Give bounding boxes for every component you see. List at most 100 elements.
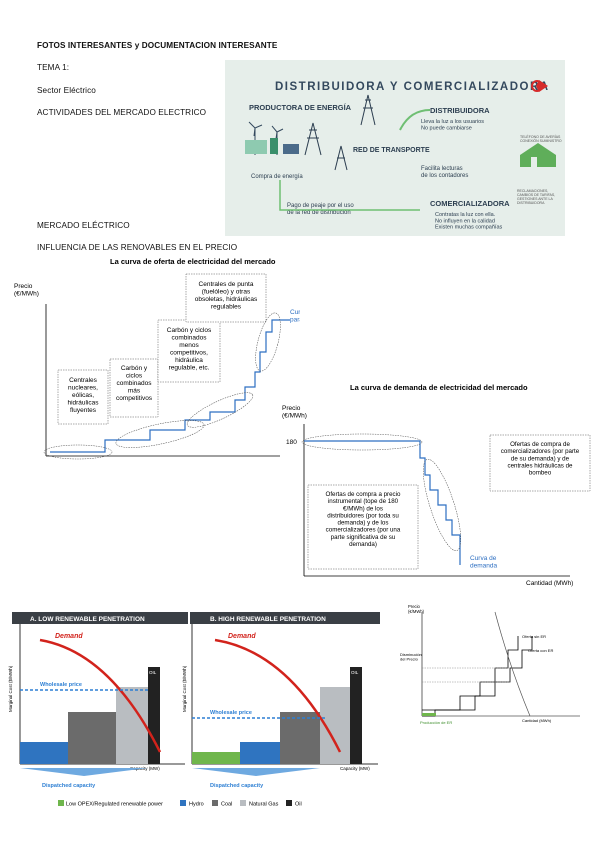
coal-block-a	[68, 712, 116, 764]
distribuidora-label: DISTRIBUIDORA	[430, 106, 490, 115]
house-icon	[520, 143, 556, 167]
produccion-label: Producción de ER	[420, 720, 452, 725]
demand-label-b: Demand	[228, 633, 256, 640]
renewable-block-b	[192, 752, 240, 764]
legend-hydro-swatch	[180, 800, 186, 806]
demand-xlabel: Cantidad (MWh)	[526, 580, 573, 587]
payment-arrow-icon	[279, 180, 420, 211]
flow-arrow-icon	[399, 109, 431, 131]
panel-a: Marginal Cost ($/MWh) OIL Demand Wholesa…	[8, 624, 185, 789]
oil-label-b: OIL	[351, 670, 359, 675]
supply-box-3	[157, 319, 221, 383]
dispatched-label-a: Dispatched capacity	[42, 783, 96, 789]
capacity-label-b: Capacity (MW)	[340, 766, 370, 771]
red-transporte-label: RED DE TRANSPORTE	[353, 147, 430, 154]
small-xlabel: Cantidad (MWh)	[522, 718, 552, 723]
document-heading: FOTOS INTERESANTES y DOCUMENTACION INTER…	[37, 41, 278, 50]
dispatched-bracket-b	[192, 768, 320, 776]
actividades-label: ACTIVIDADES DEL MERCADO ELECTRICO	[37, 108, 207, 117]
demand-box-left	[307, 484, 419, 570]
oferta-sin-label: Oferta sin ER	[522, 634, 546, 639]
productora-label: PRODUCTORA DE ENERGÍA	[249, 103, 352, 112]
wholesale-label-b: Wholesale price	[210, 710, 252, 716]
oil-block-a	[148, 667, 160, 764]
panel-a-ylabel: Marginal Cost ($/MWh)	[8, 665, 13, 712]
demand-label-a: Demand	[55, 633, 83, 640]
legend: Low OPEX/Regulated renewable power Hydro…	[58, 800, 302, 808]
supply-curve-chart: La curva de oferta de electricidad del m…	[14, 257, 300, 460]
demand-ellipse-top	[301, 433, 423, 451]
sector-label: Sector Eléctrico	[37, 86, 96, 95]
legend-gas-swatch	[240, 800, 246, 806]
gas-block-a	[116, 687, 148, 764]
hydro-block-b	[240, 742, 280, 764]
panel-b-title: B. HIGH RENEWABLE PENETRATION	[210, 616, 326, 623]
small-ylabel: Precio(€/MWh)	[408, 604, 425, 614]
legend-gas: Natural Gas	[249, 802, 279, 808]
legend-coal: Coal	[221, 802, 232, 808]
dispatched-bracket-a	[20, 768, 148, 776]
hydro-block-a	[20, 742, 68, 764]
demand-ylabel: Precio(€/MWh)	[282, 405, 307, 419]
demand-curve-chart: La curva de demanda de electricidad del …	[282, 383, 591, 587]
coal-block-b	[280, 712, 320, 764]
small-demand-line	[494, 611, 531, 717]
legend-renewable-swatch	[58, 800, 64, 806]
oil-label-a: OIL	[149, 670, 157, 675]
legend-coal-swatch	[212, 800, 218, 806]
panel-b-header	[190, 612, 380, 624]
infographic-background	[225, 60, 565, 236]
legend-hydro: Hydro	[189, 802, 204, 808]
capacity-label-a: Capacity (MW)	[130, 766, 160, 771]
oferta-con-line	[422, 636, 533, 717]
tema-label: TEMA 1:	[37, 63, 70, 72]
demand-box-right	[489, 434, 591, 492]
supply-title: La curva de oferta de electricidad del m…	[110, 257, 276, 266]
supply-box-2	[109, 358, 159, 418]
oferta-sin-line	[422, 636, 519, 711]
supply-box-1	[57, 369, 109, 425]
supply-series-label: Curva de ofertapara una hora	[290, 309, 300, 323]
wholesale-label-a: Wholesale price	[40, 682, 82, 688]
supply-ylabel: Precio(€/MWh)	[14, 283, 39, 297]
comercializadora-desc: Contratas la luz con ella.No influyen en…	[435, 212, 503, 231]
demand-curve-a	[39, 638, 162, 753]
demand-curve-b	[214, 638, 342, 753]
panel-a-title: A. LOW RENEWABLE PENETRATION	[30, 616, 145, 623]
reclamaciones-label: RECLAMACIONES,CAMBIOS DE TARIFAS,GESTION…	[517, 189, 555, 205]
oferta-con-label: Oferta con ER	[528, 648, 553, 653]
oil-block-b	[350, 667, 362, 764]
demand-tick-180: 180	[286, 439, 297, 446]
distribuidora-infographic: DISTRIBUIDORA Y COMERCIALIZADORA PRODUCT…	[225, 60, 565, 236]
influencia-label: INFLUENCIA DE LAS RENOVABLES EN EL PRECI…	[37, 243, 238, 252]
supply-curve-line	[50, 319, 290, 453]
supply-box-4	[185, 273, 267, 323]
panel-b: Marginal Cost ($/MWh) OIL Demand Wholesa…	[182, 624, 378, 789]
panel-a-header	[12, 612, 188, 624]
demand-ellipse-right	[423, 458, 461, 552]
company-logo-icon	[531, 80, 548, 92]
factory-icon	[245, 138, 299, 154]
mercado-label: MERCADO ELÉCTRICO	[37, 221, 130, 230]
legend-renewable: Low OPEX/Regulated renewable power	[66, 802, 163, 808]
power-tower-icon	[304, 94, 376, 171]
legend-oil: Oil	[295, 802, 302, 808]
legend-oil-swatch	[286, 800, 292, 806]
compra-label: Compra de energía	[251, 174, 303, 180]
demand-title: La curva de demanda de electricidad del …	[350, 383, 528, 392]
produccion-er-bar	[422, 713, 436, 716]
demand-curve-line	[304, 440, 461, 565]
comercializadora-label: COMERCIALIZADORA	[430, 199, 510, 208]
